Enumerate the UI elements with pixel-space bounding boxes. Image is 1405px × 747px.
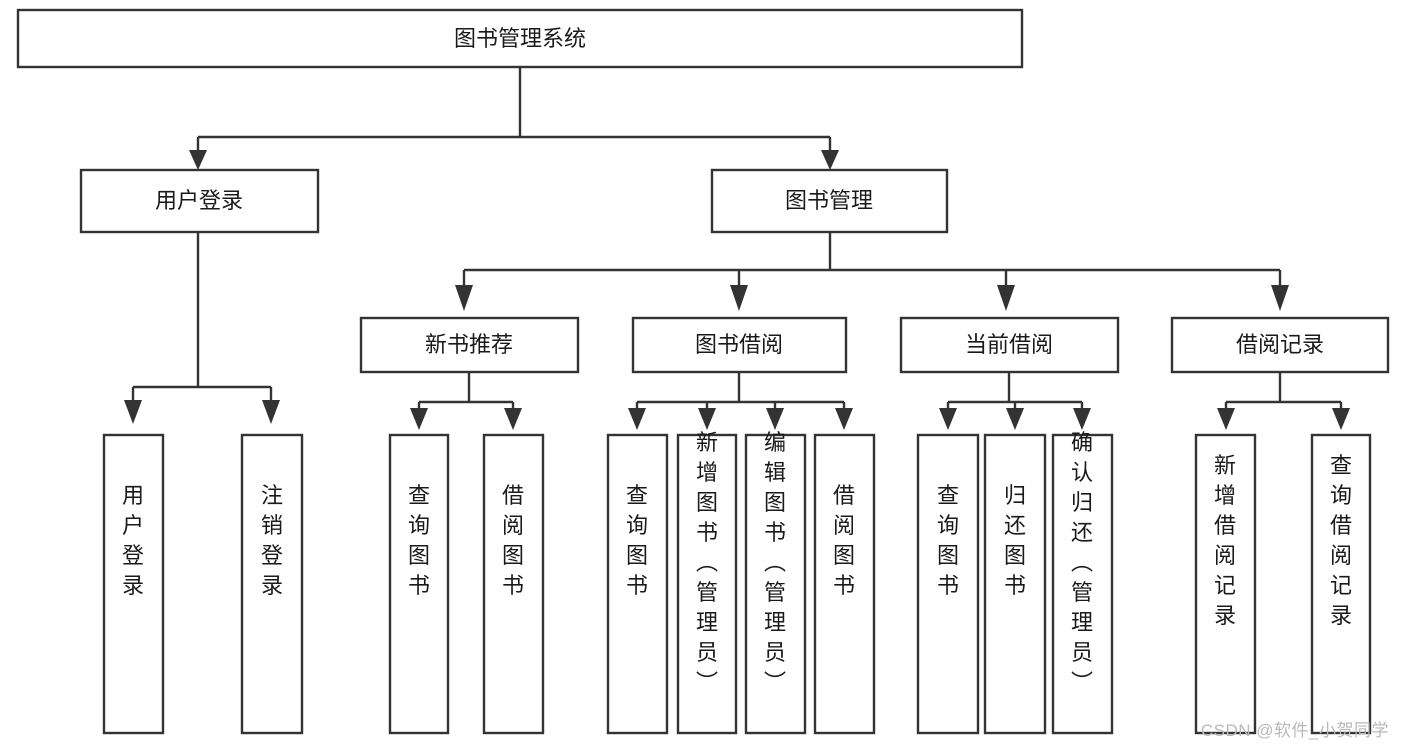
node-borrow-record-label: 借阅记录 <box>1236 332 1324 357</box>
node-leaf-nbr-borrow-book-label: 借阅图书 <box>502 483 524 598</box>
node-book-borrow[interactable]: 图书借阅 <box>631 316 848 374</box>
node-leaf-bb-add-book-label: 新增图书︵管理员︶ <box>696 430 718 695</box>
node-leaf-br-query-record-label: 查询借阅记录 <box>1330 453 1352 628</box>
arrowhead-borrow-record <box>1271 285 1289 311</box>
node-leaf-bb-borrow-book-label: 借阅图书 <box>833 483 855 598</box>
arrowhead-nbr-leaf-2 <box>504 408 522 430</box>
arrowhead-new-book-recommend <box>455 285 473 311</box>
node-leaf-nbr-borrow-book[interactable]: 借阅图书 <box>482 433 545 735</box>
node-leaf-bb-edit-book-label: 编辑图书︵管理员︶ <box>764 430 786 695</box>
arrowhead-cb-leaf-1 <box>939 408 957 430</box>
node-leaf-cb-confirm-return-label: 确认归还︵管理员︶ <box>1071 430 1093 695</box>
arrowhead-bb-leaf-3 <box>766 408 784 430</box>
edges-layer <box>124 67 1350 430</box>
node-leaf-cb-return-book-box[interactable] <box>983 433 1047 735</box>
node-new-book-recommend-label: 新书推荐 <box>425 332 513 357</box>
node-leaf-bb-query-book-label: 查询图书 <box>626 483 648 598</box>
node-leaf-br-add-record[interactable]: 新增借阅记录 <box>1194 433 1257 735</box>
node-borrow-record-box[interactable] <box>1170 316 1390 374</box>
node-leaf-logout-box[interactable] <box>240 433 304 735</box>
arrowhead-cb-leaf-3 <box>1073 408 1091 430</box>
node-leaf-bb-edit-book-box[interactable] <box>744 433 807 735</box>
node-leaf-br-add-record-box[interactable] <box>1194 433 1257 735</box>
node-leaf-br-query-record[interactable]: 查询借阅记录 <box>1310 433 1372 735</box>
node-leaf-cb-confirm-return[interactable]: 确认归还︵管理员︶ <box>1051 430 1114 735</box>
node-leaf-bb-query-book[interactable]: 查询图书 <box>606 433 669 735</box>
node-current-borrow[interactable]: 当前借阅 <box>899 316 1120 374</box>
arrowhead-bb-leaf-1 <box>628 408 646 430</box>
node-leaf-bb-borrow-book[interactable]: 借阅图书 <box>813 433 876 735</box>
arrowhead-leaf-user-login <box>124 400 142 424</box>
node-leaf-cb-query-book[interactable]: 查询图书 <box>916 433 980 735</box>
node-leaf-cb-query-book-label: 查询图书 <box>937 483 959 598</box>
node-current-borrow-label: 当前借阅 <box>965 332 1053 357</box>
node-leaf-bb-query-book-box[interactable] <box>606 433 669 735</box>
arrowhead-br-leaf-1 <box>1217 408 1235 430</box>
arrowhead-leaf-logout <box>262 400 280 424</box>
arrowhead-bb-leaf-2 <box>698 408 716 430</box>
node-leaf-bb-add-book[interactable]: 新增图书︵管理员︶ <box>676 430 738 735</box>
arrowhead-bb-leaf-4 <box>835 408 853 430</box>
arrowhead-book-manage <box>821 150 839 170</box>
node-new-book-recommend-box[interactable] <box>359 316 580 374</box>
node-book-manage-label: 图书管理 <box>785 188 873 213</box>
node-leaf-nbr-query-book-box[interactable] <box>388 433 450 735</box>
node-book-manage-box[interactable] <box>710 168 949 234</box>
node-leaf-user-login[interactable]: 用户登录 <box>102 433 165 735</box>
arrowhead-cb-leaf-2 <box>1006 408 1024 430</box>
node-new-book-recommend[interactable]: 新书推荐 <box>359 316 580 374</box>
node-current-borrow-box[interactable] <box>899 316 1120 374</box>
node-leaf-logout-label: 注销登录 <box>261 483 283 598</box>
node-borrow-record[interactable]: 借阅记录 <box>1170 316 1390 374</box>
csdn-watermark: CSDN @软件_小贺同学 <box>1200 721 1389 740</box>
node-root[interactable]: 图书管理系统 <box>16 8 1024 69</box>
arrowhead-br-leaf-2 <box>1332 408 1350 430</box>
node-user-login-label: 用户登录 <box>155 188 243 213</box>
node-leaf-cb-query-book-box[interactable] <box>916 433 980 735</box>
node-leaf-bb-edit-book[interactable]: 编辑图书︵管理员︶ <box>744 430 807 735</box>
node-leaf-bb-borrow-book-box[interactable] <box>813 433 876 735</box>
node-book-manage[interactable]: 图书管理 <box>710 168 949 234</box>
node-leaf-nbr-borrow-book-box[interactable] <box>482 433 545 735</box>
arrowhead-user-login <box>189 150 207 170</box>
node-leaf-nbr-query-book-label: 查询图书 <box>408 483 430 598</box>
arrowhead-nbr-leaf-1 <box>410 408 428 430</box>
node-user-login[interactable]: 用户登录 <box>79 168 320 234</box>
node-root-label: 图书管理系统 <box>454 26 586 51</box>
node-leaf-cb-confirm-return-box[interactable] <box>1051 433 1114 735</box>
node-leaf-br-query-record-box[interactable] <box>1310 433 1372 735</box>
node-root-box[interactable] <box>16 8 1024 69</box>
node-user-login-box[interactable] <box>79 168 320 234</box>
node-leaf-bb-add-book-box[interactable] <box>676 433 738 735</box>
node-leaf-user-login-label: 用户登录 <box>122 483 144 598</box>
node-book-borrow-box[interactable] <box>631 316 848 374</box>
arrowhead-book-borrow <box>730 285 748 311</box>
node-leaf-logout[interactable]: 注销登录 <box>240 433 304 735</box>
node-leaf-nbr-query-book[interactable]: 查询图书 <box>388 433 450 735</box>
node-leaf-cb-return-book[interactable]: 归还图书 <box>983 433 1047 735</box>
node-leaf-user-login-box[interactable] <box>102 433 165 735</box>
node-leaf-cb-return-book-label: 归还图书 <box>1004 483 1026 598</box>
node-leaf-br-add-record-label: 新增借阅记录 <box>1214 453 1236 628</box>
arrowhead-current-borrow <box>997 285 1015 311</box>
node-book-borrow-label: 图书借阅 <box>695 332 783 357</box>
